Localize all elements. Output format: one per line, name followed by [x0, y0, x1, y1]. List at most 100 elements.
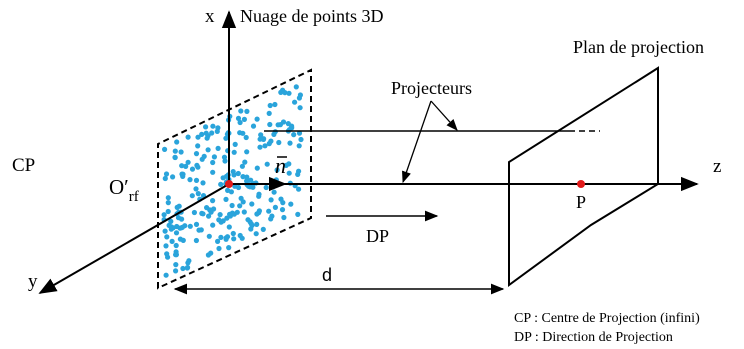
cloud-point — [253, 231, 259, 237]
cloud-point — [193, 186, 199, 192]
cloud-point — [279, 207, 286, 213]
cloud-point — [189, 193, 195, 199]
cloud-point — [210, 123, 216, 129]
cloud-point — [170, 174, 176, 180]
cloud-point — [241, 116, 247, 122]
cloud-point — [228, 189, 234, 195]
cloud-point — [267, 121, 273, 128]
cloud-point — [164, 234, 170, 240]
cloud-point — [278, 89, 284, 95]
cloud-point — [173, 268, 179, 274]
cloud-point — [216, 217, 222, 223]
cloud-point — [258, 132, 264, 138]
point-p-marker — [577, 180, 585, 188]
cloud-point — [262, 143, 268, 149]
cloud-point — [195, 164, 201, 170]
cloud-point — [231, 236, 237, 242]
cp-label: CP — [12, 155, 35, 176]
cloud-point — [272, 204, 278, 210]
projectors-pointer-lower — [402, 100, 432, 184]
cloud-point — [280, 119, 287, 125]
cloud-point — [286, 170, 292, 176]
cloud-point — [200, 211, 206, 217]
cloud-point — [257, 144, 263, 150]
cloud-point — [286, 90, 292, 96]
cloud-point — [161, 212, 167, 218]
cloud-point — [187, 177, 193, 183]
cloud-point — [211, 154, 217, 160]
cloud-point — [295, 211, 301, 217]
cloud-point — [247, 219, 253, 225]
cloud-point — [205, 147, 211, 153]
cloud-point — [230, 230, 236, 237]
point-cloud-plane — [157, 68, 312, 290]
axis-y-label: y — [28, 271, 38, 292]
cloud-point — [244, 174, 250, 180]
cloud-point — [237, 232, 243, 239]
cloud-point — [231, 172, 237, 178]
cloud-point — [244, 178, 250, 184]
cloud-point — [205, 133, 211, 139]
cloud-point — [267, 102, 273, 109]
cloud-point — [183, 163, 189, 169]
cloud-point — [222, 158, 228, 164]
cloud-point — [174, 139, 180, 145]
cloud-point — [215, 238, 221, 244]
cloud-point — [180, 173, 186, 179]
cloud-point — [295, 171, 301, 177]
projection-plane — [508, 66, 659, 287]
cloud-point — [199, 131, 205, 137]
cloud-point — [173, 252, 179, 258]
cloud-point — [193, 177, 200, 183]
cloud-point — [260, 226, 266, 232]
projectors-pointer-upper — [430, 100, 458, 131]
cloud-point — [234, 209, 240, 215]
cloud-point — [223, 135, 229, 141]
cloud-point — [193, 151, 200, 157]
dp-label: DP — [366, 226, 389, 246]
cloud-point — [223, 196, 229, 202]
cloud-point — [163, 272, 169, 278]
cloud-point — [165, 200, 171, 206]
cloud-point — [180, 237, 186, 243]
cloud-point — [223, 173, 230, 179]
legend-dp: DP : Direction de Projection — [514, 330, 673, 345]
origin-label-main: O′ — [109, 175, 129, 199]
cloud-point — [221, 154, 228, 160]
cloud-point — [195, 191, 201, 197]
cloud-point — [268, 197, 274, 203]
cloud-point — [193, 221, 200, 227]
cloud-point — [287, 140, 293, 146]
cloud-point — [241, 209, 247, 215]
cloud-point — [163, 243, 169, 249]
cloud-point — [266, 208, 272, 214]
cloud-point — [238, 108, 244, 114]
cloud-point — [249, 201, 255, 207]
cloud-point — [272, 101, 278, 108]
axis-x-label: x — [205, 6, 215, 27]
cloud-point — [210, 159, 216, 166]
cloud-point — [283, 162, 289, 168]
cloud-point — [266, 110, 272, 116]
cloud-point — [217, 212, 223, 218]
cloud-point — [218, 181, 224, 187]
cloud-point — [189, 166, 196, 172]
origin-label: O′rf — [109, 175, 139, 205]
cloud-point — [165, 195, 171, 201]
cloud-point — [203, 124, 209, 130]
cloud-point — [169, 238, 175, 244]
cloud-point — [248, 226, 254, 232]
cloud-point — [173, 242, 179, 249]
cloud-point — [266, 141, 272, 147]
cloud-point — [210, 169, 216, 175]
cloud-point — [168, 218, 174, 224]
cloud-point — [235, 115, 242, 121]
cloud-point — [235, 170, 241, 177]
cloud-point — [260, 136, 267, 142]
cloud-point — [215, 145, 221, 151]
cloud-point — [199, 156, 205, 162]
cloud-point — [173, 262, 179, 268]
cloud-point — [204, 205, 210, 211]
cloud-point — [244, 108, 250, 114]
cloud-point — [297, 105, 303, 111]
